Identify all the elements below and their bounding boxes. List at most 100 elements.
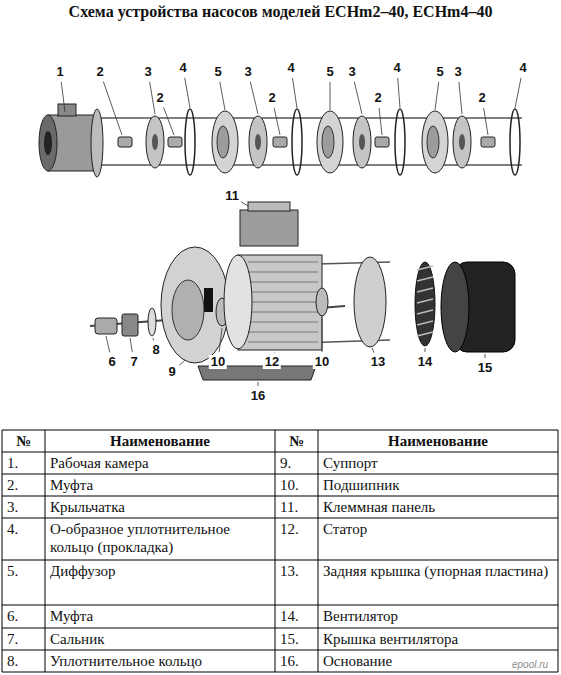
- table-cell: Диффузор: [46, 560, 274, 582]
- table-cell: Сальник: [46, 628, 274, 650]
- table-number: 13.: [276, 560, 317, 582]
- stator-fin: [248, 272, 318, 273]
- seal-ring: [148, 308, 156, 336]
- coupling: [375, 137, 389, 147]
- stator-fin: [248, 322, 318, 323]
- callout-number: 2: [372, 91, 383, 105]
- impeller-hub: [152, 134, 158, 150]
- fan-blade: [417, 332, 433, 336]
- bearing: [316, 288, 328, 316]
- table-rule: [2, 672, 558, 673]
- terminal-panel: [240, 210, 298, 246]
- leader-line: [153, 338, 155, 340]
- table-rule: [2, 518, 558, 519]
- callout-number: 14: [416, 355, 434, 369]
- diffuser: [317, 111, 343, 173]
- leader-line: [354, 82, 362, 114]
- table-rule: [2, 605, 558, 606]
- callout-number: 8: [150, 343, 161, 357]
- table-header: №: [276, 430, 317, 452]
- callout-number: 6: [106, 355, 117, 369]
- table-rule: [45, 430, 46, 672]
- pump-chamber-inlet: [39, 115, 57, 171]
- leader-line: [130, 338, 132, 352]
- leader-line: [330, 82, 331, 110]
- table-cell: Суппорт: [319, 452, 557, 474]
- stator-fin: [248, 332, 318, 333]
- diffuser: [212, 111, 238, 173]
- callout-number: 2: [476, 91, 487, 105]
- coupling: [273, 137, 287, 147]
- callout-number: 7: [128, 355, 139, 369]
- fan-blade: [417, 321, 433, 325]
- table-cell: Клеммная панель: [319, 496, 557, 518]
- diffuser-inner: [322, 126, 334, 158]
- table-header: Наименование: [319, 430, 557, 452]
- table-cell: Муфта: [46, 474, 274, 496]
- stator-fin: [248, 292, 318, 293]
- leader-line: [515, 78, 521, 108]
- leader-line: [435, 82, 439, 110]
- impeller-hub: [359, 134, 365, 150]
- table-cell: Крышка вентилятора: [319, 628, 557, 650]
- table-number: 1.: [3, 452, 44, 474]
- callout-number: 4: [391, 61, 402, 75]
- callout-number: 2: [154, 91, 165, 105]
- callout-number: 15: [476, 361, 494, 375]
- fan: [415, 262, 435, 346]
- leader-line: [425, 348, 426, 352]
- table-rule: [2, 560, 558, 561]
- leader-line: [274, 352, 275, 353]
- coupling: [95, 318, 117, 334]
- callout-number: 9: [166, 365, 177, 379]
- leader-line: [250, 82, 258, 114]
- support-inner: [172, 280, 204, 340]
- table-number: 12.: [276, 518, 317, 540]
- table-rule: [2, 430, 3, 672]
- fan-cover-front: [441, 262, 469, 352]
- leader-line: [61, 82, 65, 112]
- table-rule: [2, 496, 558, 497]
- table-header: Наименование: [46, 430, 274, 452]
- table-header: №: [3, 430, 44, 452]
- table-number: 6.: [3, 605, 44, 627]
- callout-number: 3: [346, 65, 357, 79]
- table-rule: [275, 430, 276, 672]
- table-number: 2.: [3, 474, 44, 496]
- fan-blade: [417, 277, 433, 281]
- coupling: [118, 137, 132, 147]
- table-rule: [558, 430, 559, 672]
- callout-number: 5: [324, 65, 335, 79]
- pump-chamber-port: [44, 131, 52, 155]
- leader-line: [484, 108, 488, 135]
- terminal-panel-lid: [248, 202, 290, 211]
- impeller: [146, 116, 164, 168]
- callout-number: 4: [285, 61, 296, 75]
- leader-line: [106, 336, 110, 352]
- table-rule: [2, 452, 558, 453]
- callout-number: 5: [212, 65, 223, 79]
- watermark: epool.ru: [512, 659, 548, 670]
- impeller: [453, 116, 471, 168]
- table-cell: Муфта: [46, 605, 274, 627]
- leader-line: [322, 318, 323, 352]
- callout-number: 4: [177, 61, 188, 75]
- table-number: 15.: [276, 628, 317, 650]
- leader-line: [185, 78, 190, 108]
- back-cover: [354, 257, 386, 347]
- callout-number: 3: [242, 65, 253, 79]
- leader-line: [398, 78, 400, 108]
- callout-number: 1: [54, 65, 65, 79]
- table-rule: [2, 430, 558, 431]
- stator-fin: [248, 312, 318, 313]
- table-number: 9.: [276, 452, 317, 474]
- callout-number: 13: [369, 355, 387, 369]
- leader-line: [220, 82, 225, 110]
- stator-fin: [248, 262, 318, 263]
- table-cell: О-образное уплотнительное кольцо (прокла…: [46, 518, 274, 558]
- callout-number: 4: [517, 61, 528, 75]
- o-ring: [510, 109, 520, 175]
- leader-line: [372, 348, 374, 353]
- leader-line: [240, 201, 248, 206]
